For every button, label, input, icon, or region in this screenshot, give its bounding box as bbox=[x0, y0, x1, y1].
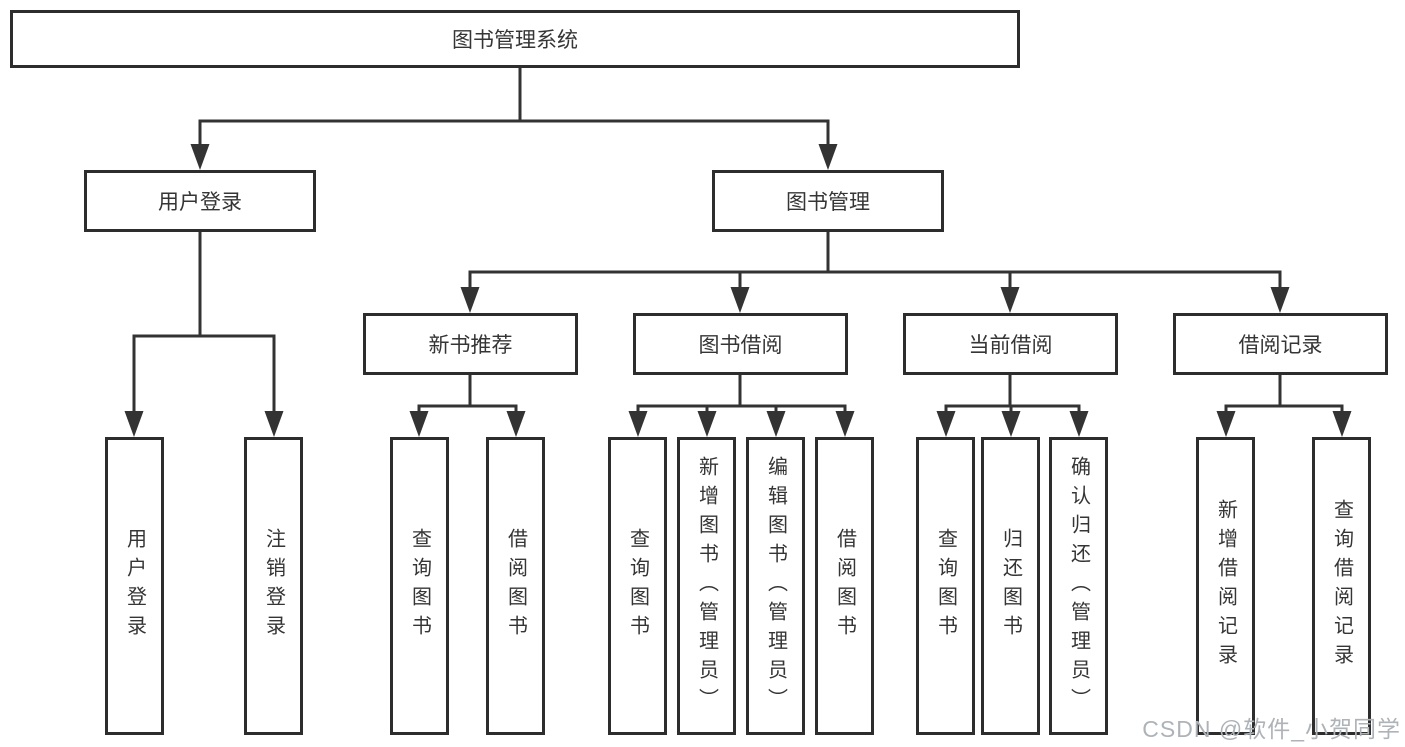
node-leaf-logout: 注销登录 bbox=[244, 437, 303, 735]
node-leaf-add-book-admin: 新增图书（管理员） bbox=[677, 437, 736, 735]
node-book-manage-branch: 图书管理 bbox=[712, 170, 944, 232]
node-leaf-user-login: 用户登录 bbox=[105, 437, 164, 735]
node-leaf-query-borrow-record: 查询借阅记录 bbox=[1312, 437, 1371, 735]
node-leaf-return-book: 归还图书 bbox=[981, 437, 1040, 735]
node-current-borrow: 当前借阅 bbox=[903, 313, 1118, 375]
node-new-book-recommend-label: 新书推荐 bbox=[428, 334, 513, 357]
node-root: 图书管理系统 bbox=[10, 10, 1020, 68]
node-leaf-edit-book-admin: 编辑图书（管理员） bbox=[746, 437, 805, 735]
node-leaf-query-book-3: 查询图书 bbox=[916, 437, 975, 735]
node-new-book-recommend: 新书推荐 bbox=[363, 313, 578, 375]
node-current-borrow-label: 当前借阅 bbox=[968, 334, 1053, 357]
node-user-login-branch-label: 用户登录 bbox=[158, 191, 242, 214]
csdn-watermark: CSDN @软件_小贺同学 bbox=[1142, 716, 1401, 742]
node-leaf-borrow-book-2: 借阅图书 bbox=[815, 437, 874, 735]
node-leaf-borrow-book-1: 借阅图书 bbox=[486, 437, 545, 735]
node-book-borrow-label: 图书借阅 bbox=[698, 334, 783, 357]
node-borrow-record-label: 借阅记录 bbox=[1238, 334, 1323, 357]
node-borrow-record: 借阅记录 bbox=[1173, 313, 1388, 375]
node-user-login-branch: 用户登录 bbox=[84, 170, 316, 232]
node-root-label: 图书管理系统 bbox=[452, 29, 578, 52]
node-leaf-add-borrow-record: 新增借阅记录 bbox=[1196, 437, 1255, 735]
node-leaf-query-book-2: 查询图书 bbox=[608, 437, 667, 735]
node-leaf-confirm-return-admin: 确认归还（管理员） bbox=[1049, 437, 1108, 735]
node-book-manage-branch-label: 图书管理 bbox=[786, 191, 870, 214]
node-leaf-query-book-1: 查询图书 bbox=[390, 437, 449, 735]
node-book-borrow: 图书借阅 bbox=[633, 313, 848, 375]
